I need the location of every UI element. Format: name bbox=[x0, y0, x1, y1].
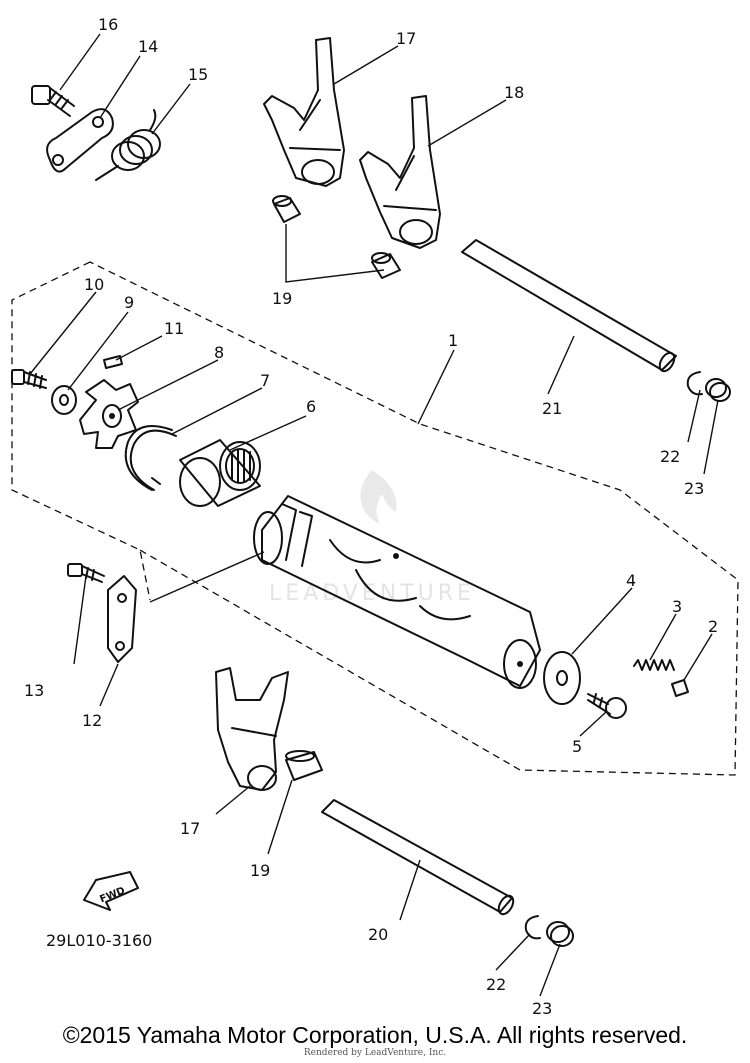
part-11-dowel-pin bbox=[103, 355, 123, 369]
part-9-washer bbox=[51, 385, 77, 415]
part-19-pin-bottom bbox=[285, 750, 323, 781]
callout-2: 2 bbox=[708, 617, 718, 636]
part-22-circlip-top bbox=[686, 371, 703, 396]
watermark: LEADVENTURE bbox=[269, 470, 475, 606]
part-17-shift-fork-bottom bbox=[215, 667, 289, 791]
callout-20: 20 bbox=[368, 925, 388, 944]
assembly-outline bbox=[11, 261, 739, 776]
diagram-code: 29L010-3160 bbox=[46, 931, 152, 950]
callout-11: 11 bbox=[164, 319, 184, 338]
callout-1: 1 bbox=[448, 331, 458, 350]
callout-21: 21 bbox=[542, 399, 562, 418]
part-18-shift-fork bbox=[359, 95, 441, 249]
part-16-bolt bbox=[31, 85, 75, 117]
callout-23-top: 23 bbox=[684, 479, 704, 498]
callout-8: 8 bbox=[214, 343, 224, 362]
copyright-notice: ©2015 Yamaha Motor Corporation, U.S.A. A… bbox=[62, 1022, 688, 1048]
callout-18: 18 bbox=[504, 83, 524, 102]
callout-23-bottom: 23 bbox=[532, 999, 552, 1018]
part-17-shift-fork-top bbox=[263, 37, 345, 187]
part-4-washer bbox=[543, 651, 581, 705]
callout-labels: 16 14 15 17 18 19 10 9 11 8 7 6 1 21 22 … bbox=[24, 15, 718, 1018]
callout-22-bottom: 22 bbox=[486, 975, 506, 994]
part-12-plate bbox=[107, 575, 137, 663]
part-6-bearing bbox=[179, 439, 261, 507]
callout-10: 10 bbox=[84, 275, 104, 294]
callout-13: 13 bbox=[24, 681, 44, 700]
part-5-screw bbox=[587, 693, 627, 719]
fwd-label: FWD bbox=[98, 885, 126, 905]
callout-17-top: 17 bbox=[396, 29, 416, 48]
part-23-cap-top bbox=[705, 378, 731, 402]
part-2-plunger bbox=[671, 679, 689, 697]
callout-7: 7 bbox=[260, 371, 270, 390]
part-23-cap-bottom bbox=[546, 921, 574, 947]
callout-3: 3 bbox=[672, 597, 682, 616]
callout-6: 6 bbox=[306, 397, 316, 416]
callout-19-bottom: 19 bbox=[250, 861, 270, 880]
callout-19-top: 19 bbox=[272, 289, 292, 308]
callout-12: 12 bbox=[82, 711, 102, 730]
part-3-spring bbox=[633, 659, 675, 671]
fwd-arrow-icon: FWD bbox=[83, 871, 139, 911]
part-14-stopper-lever bbox=[46, 108, 114, 173]
callout-5: 5 bbox=[572, 737, 582, 756]
callout-9: 9 bbox=[124, 293, 134, 312]
part-20-guide-bar bbox=[321, 799, 515, 916]
callout-16: 16 bbox=[98, 15, 118, 34]
part-19-pin-top-left bbox=[272, 195, 301, 223]
watermark-text: LEADVENTURE bbox=[269, 581, 475, 606]
part-13-screw bbox=[67, 563, 105, 583]
part-15-spring bbox=[95, 109, 161, 181]
part-21-guide-bar bbox=[461, 239, 677, 373]
callout-17-bottom: 17 bbox=[180, 819, 200, 838]
callout-15: 15 bbox=[188, 65, 208, 84]
rendered-by-credit: Rendered by LeadVenture, Inc. bbox=[303, 1048, 447, 1058]
part-19-pin-top-right bbox=[371, 252, 401, 279]
part-7-circlip bbox=[124, 425, 177, 491]
part-8-segment bbox=[79, 379, 139, 449]
part-10-screw bbox=[11, 369, 47, 389]
part-1-shift-cam bbox=[253, 495, 541, 689]
leader-lines bbox=[29, 33, 719, 997]
callout-22-top: 22 bbox=[660, 447, 680, 466]
callout-14: 14 bbox=[138, 37, 158, 56]
part-22-circlip-bottom bbox=[524, 915, 541, 940]
callout-4: 4 bbox=[626, 571, 636, 590]
